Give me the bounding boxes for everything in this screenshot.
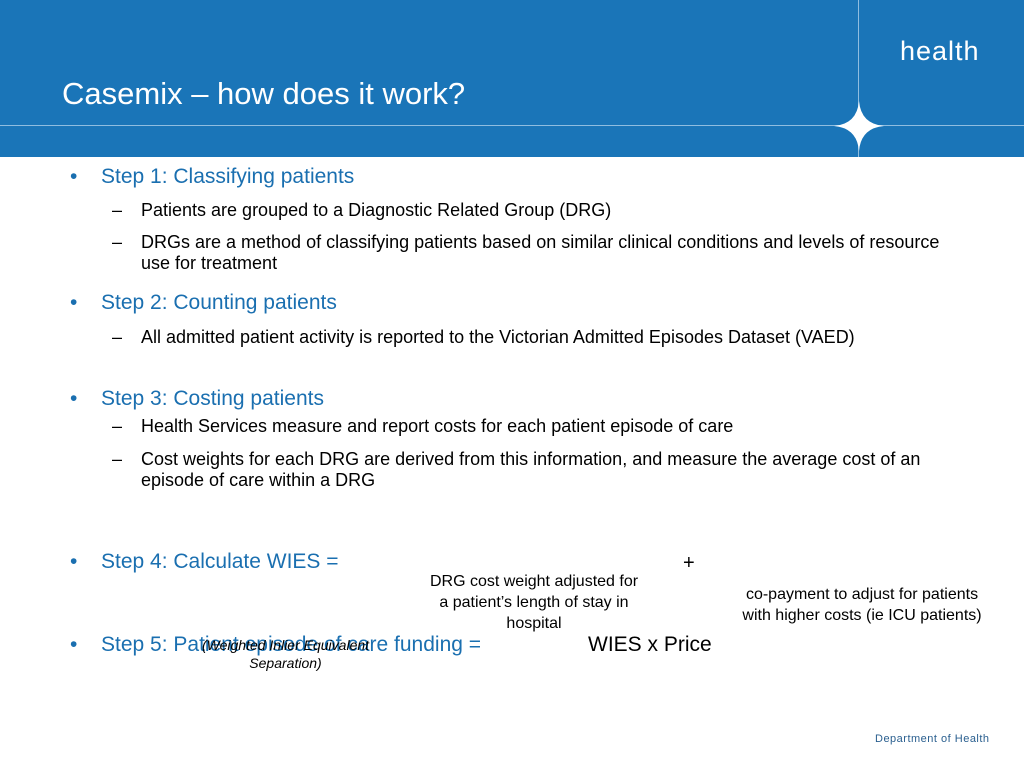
bullet-dot: • [70, 291, 78, 314]
sparkle-icon [834, 101, 884, 151]
bullet-dot: • [70, 387, 78, 410]
brand-logo-text: health [900, 36, 980, 66]
step-1-sub-1: – Patients are grouped to a Diagnostic R… [112, 200, 941, 221]
step-3-sub-1: – Health Services measure and report cos… [112, 416, 941, 437]
step-1-bullet: • Step 1: Classifying patients [70, 165, 354, 189]
drg-cost-weight-note: DRG cost weight adjusted for a patient’s… [429, 573, 639, 632]
step-3-label: Step 3: Costing patients [101, 387, 324, 410]
step-2-label: Step 2: Counting patients [101, 291, 337, 314]
sub-dash: – [112, 232, 123, 252]
step-5-label: Step 5: Patient episode of care funding … [101, 633, 482, 656]
sub-dash: – [112, 449, 123, 469]
funding-formula-rhs: WIES x Price [588, 633, 712, 656]
sub-dash: – [112, 200, 123, 220]
sub-bullet-text: Cost weights for each DRG are derived fr… [141, 449, 921, 490]
header-banner: Casemix – how does it work? health [0, 0, 1024, 157]
step-2-bullet: • Step 2: Counting patients [70, 291, 337, 315]
bullet-dot: • [70, 633, 78, 656]
sub-bullet-text: Patients are grouped to a Diagnostic Rel… [141, 200, 612, 220]
step-1-label: Step 1: Classifying patients [101, 165, 355, 188]
sub-bullet-text: All admitted patient activity is reporte… [141, 327, 855, 347]
wies-definition-note: (Weighted Inlier Equivalent Separation) [201, 637, 370, 671]
sub-bullet-text: Health Services measure and report costs… [141, 416, 734, 436]
plus-sign: + [683, 552, 695, 574]
step-3-bullet: • Step 3: Costing patients [70, 387, 324, 411]
step-1-sub-2: – DRGs are a method of classifying patie… [112, 232, 941, 274]
header-vertical-line [858, 0, 859, 157]
bullet-dot: • [70, 165, 78, 188]
step-2-sub-1: – All admitted patient activity is repor… [112, 327, 941, 348]
sub-dash: – [112, 416, 123, 436]
step-4-bullet: • Step 4: Calculate WIES = [70, 550, 339, 574]
slide-title: Casemix – how does it work? [62, 76, 466, 111]
step-4-label: Step 4: Calculate WIES = [101, 550, 339, 573]
bullet-dot: • [70, 550, 78, 573]
department-footer: Department of Health [875, 733, 990, 745]
co-payment-note: co-payment to adjust for patients with h… [742, 586, 982, 624]
header-horizontal-line [0, 125, 1024, 126]
step-3-sub-2: – Cost weights for each DRG are derived … [112, 449, 941, 491]
step-5-bullet: • Step 5: Patient episode of care funding… [70, 633, 481, 657]
sub-bullet-text: DRGs are a method of classifying patient… [141, 232, 940, 273]
sub-dash: – [112, 327, 123, 347]
